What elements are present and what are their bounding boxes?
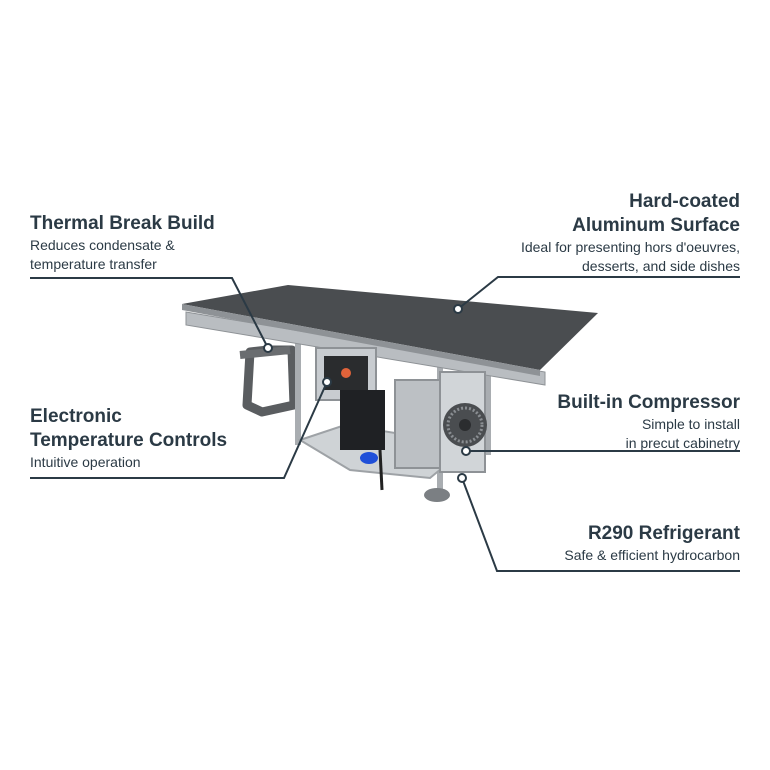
callout-lines xyxy=(30,276,740,572)
callout-dot-icon xyxy=(461,446,471,456)
callout-desc: in precut cabinetry xyxy=(625,435,740,451)
power-cord xyxy=(378,449,384,491)
callout-title: Electronic xyxy=(30,406,122,427)
surface-line xyxy=(457,276,740,310)
callout-dot-icon xyxy=(453,304,463,314)
callout-title: Hard-coated xyxy=(629,191,740,212)
blue-knob-icon xyxy=(360,452,378,464)
callout-title: R290 Refrigerant xyxy=(587,523,740,544)
leg-foot xyxy=(424,488,450,502)
callout-compressor: Built-in Compressor Simple to install in… xyxy=(557,391,740,453)
callout-desc: desserts, and side dishes xyxy=(582,258,740,274)
callout-refrigerant: R290 Refrigerant Safe & efficient hydroc… xyxy=(564,522,740,565)
callout-title: Aluminum Surface xyxy=(572,215,740,236)
callout-temperature-controls: Electronic Temperature Controls Intuitiv… xyxy=(30,405,227,472)
callout-desc: Ideal for presenting hors d'oeuvres, xyxy=(520,239,740,255)
refrigerant-line xyxy=(461,477,740,572)
callout-desc: Intuitive operation xyxy=(30,454,141,470)
callout-desc: Simple to install xyxy=(641,416,740,432)
side-pipes xyxy=(239,345,299,417)
table-top-edge xyxy=(182,304,540,376)
callout-title: Temperature Controls xyxy=(30,430,228,451)
callout-dots xyxy=(263,304,471,483)
callout-desc: temperature transfer xyxy=(30,256,157,272)
callout-desc: Reduces condensate & xyxy=(30,237,175,253)
callout-title: Thermal Break Build xyxy=(30,213,215,234)
table-top xyxy=(182,285,598,370)
callout-dot-icon xyxy=(322,377,332,387)
callout-desc: Safe & efficient hydrocarbon xyxy=(564,547,740,563)
callout-aluminum-surface: Hard-coated Aluminum Surface Ideal for p… xyxy=(521,190,740,276)
callout-dot-icon xyxy=(457,473,467,483)
callout-thermal-break: Thermal Break Build Reduces condensate &… xyxy=(30,212,215,274)
controls-line xyxy=(30,381,328,479)
fan-icon xyxy=(443,403,487,447)
thermal-line xyxy=(30,277,269,349)
callout-title: Built-in Compressor xyxy=(557,392,740,413)
callout-dot-icon xyxy=(263,343,273,353)
